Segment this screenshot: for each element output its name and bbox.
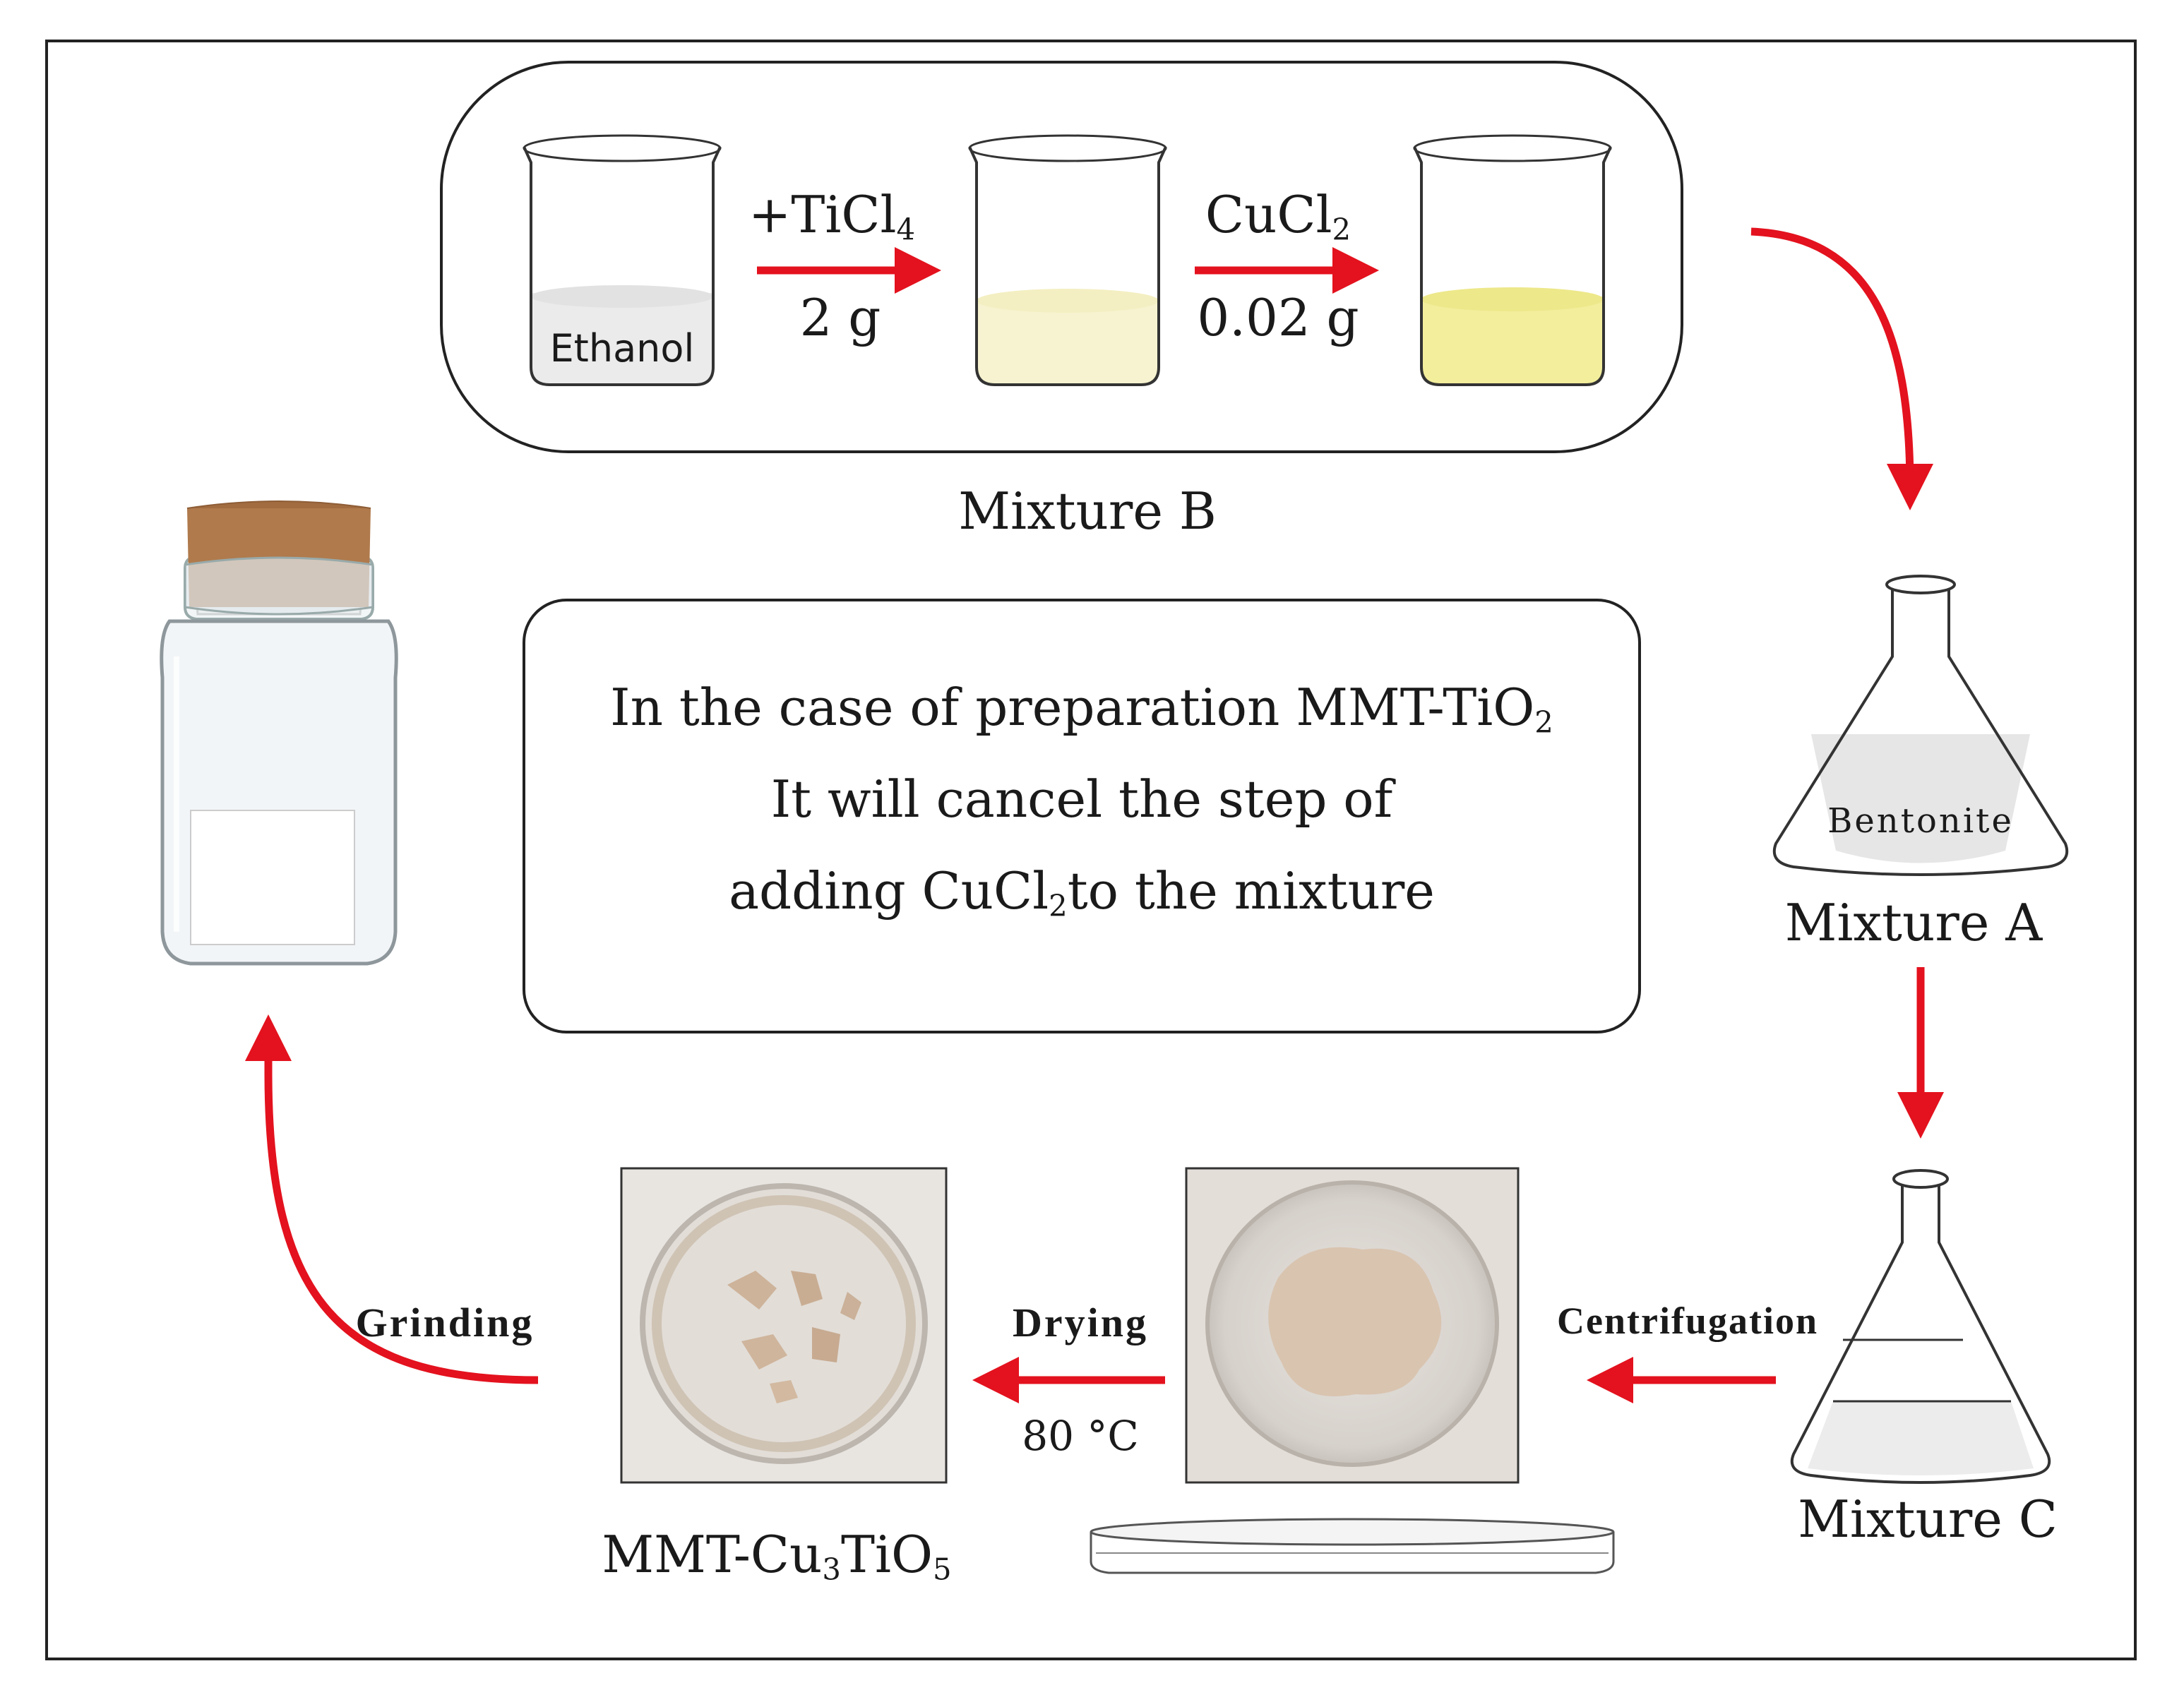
paste-dish-photo <box>1185 1167 1520 1484</box>
drying-label: Drying <box>1013 1300 1148 1346</box>
petri-dish-drawing <box>1090 1518 1615 1574</box>
mixture-b-label: Mixture B <box>958 481 1217 541</box>
amount-cucl2: 0.02 g <box>1197 288 1359 347</box>
note-box <box>523 599 1641 1033</box>
dried-product-photo <box>620 1167 948 1484</box>
arrow-to-mixture-a <box>1750 227 1933 510</box>
product-label: MMT-Cu3TiO5 <box>602 1525 952 1587</box>
bentonite-label: Bentonite <box>1827 801 2014 841</box>
beaker-ticl4 <box>968 134 1167 386</box>
glass-jar <box>160 501 398 966</box>
note-line-2: It will cancel the step of <box>770 769 1393 829</box>
ethanol-label: Ethanol <box>549 326 695 371</box>
flask-mixture-c <box>1790 1169 2051 1484</box>
note-line-1: In the case of preparation MMT-TiO2 <box>610 678 1553 740</box>
mixture-a-label: Mixture A <box>1784 893 2043 952</box>
mixture-b-box <box>440 61 1683 453</box>
ethanol-beaker <box>523 134 722 386</box>
mixture-c-label: Mixture C <box>1798 1490 2058 1549</box>
drying-temp-label: 80 °C <box>1022 1412 1139 1460</box>
reagent-cucl2: CuCl2 <box>1205 185 1351 247</box>
arrow-grinding <box>245 1014 539 1384</box>
amount-ticl4: 2 g <box>799 288 881 347</box>
grinding-label: Grinding <box>355 1300 535 1346</box>
note-line-3: adding CuCl2to the mixture <box>729 861 1435 923</box>
diagram-frame <box>45 40 2137 1660</box>
note-text: In the case of preparation MMT-TiO2 It w… <box>524 678 1640 953</box>
reagent-ticl4: +TiCl4 <box>748 185 916 247</box>
beaker-cucl2 <box>1413 134 1612 386</box>
centrifugation-label: Centrifugation <box>1557 1300 1818 1342</box>
flask-mixture-a <box>1772 575 2069 876</box>
